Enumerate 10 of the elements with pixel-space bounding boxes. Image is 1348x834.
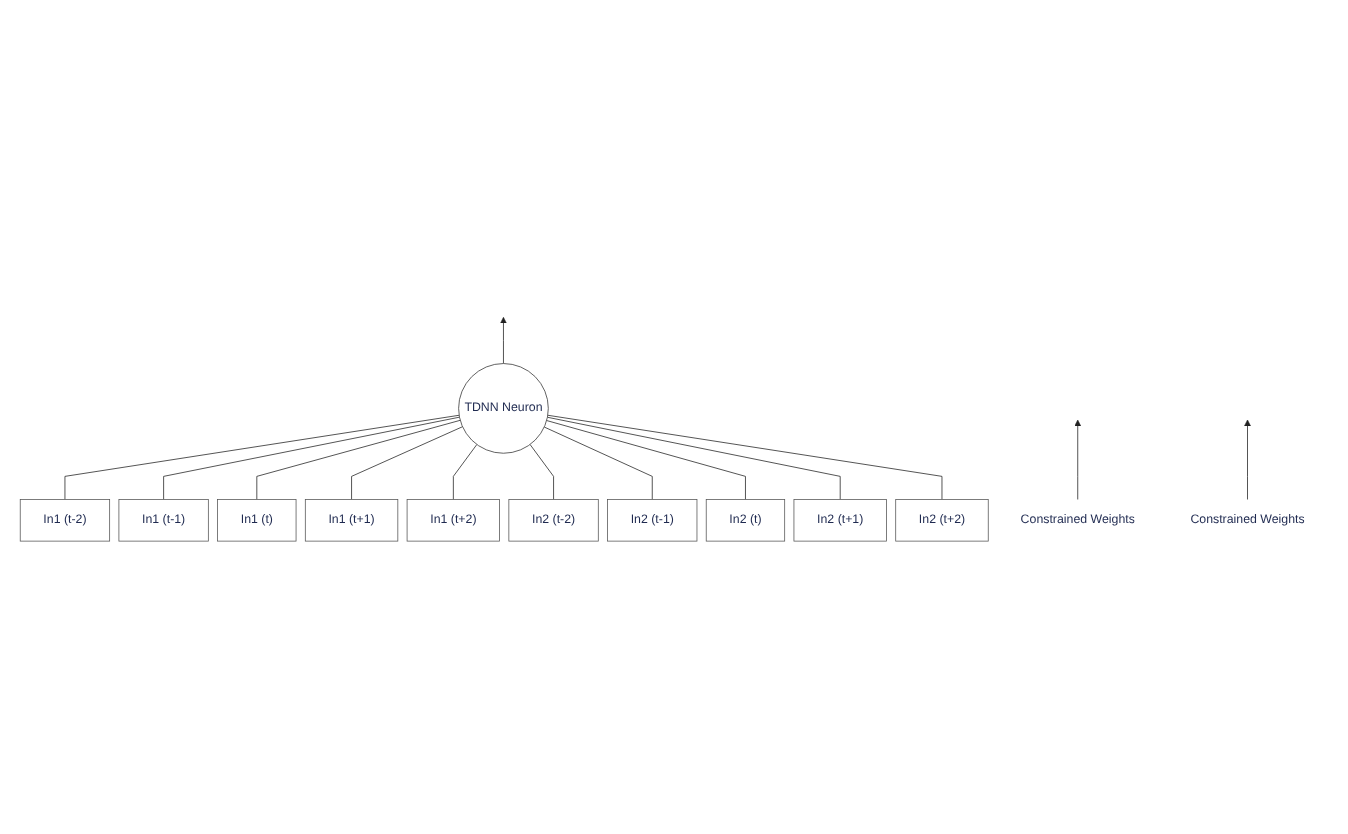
connector (163, 416, 460, 500)
connector (547, 416, 841, 500)
connector (547, 414, 943, 500)
connector (546, 419, 746, 500)
connector (452, 443, 478, 500)
connector (543, 426, 653, 500)
connector (351, 425, 463, 500)
connector (529, 443, 554, 500)
connector (256, 419, 461, 500)
connector (64, 414, 460, 500)
